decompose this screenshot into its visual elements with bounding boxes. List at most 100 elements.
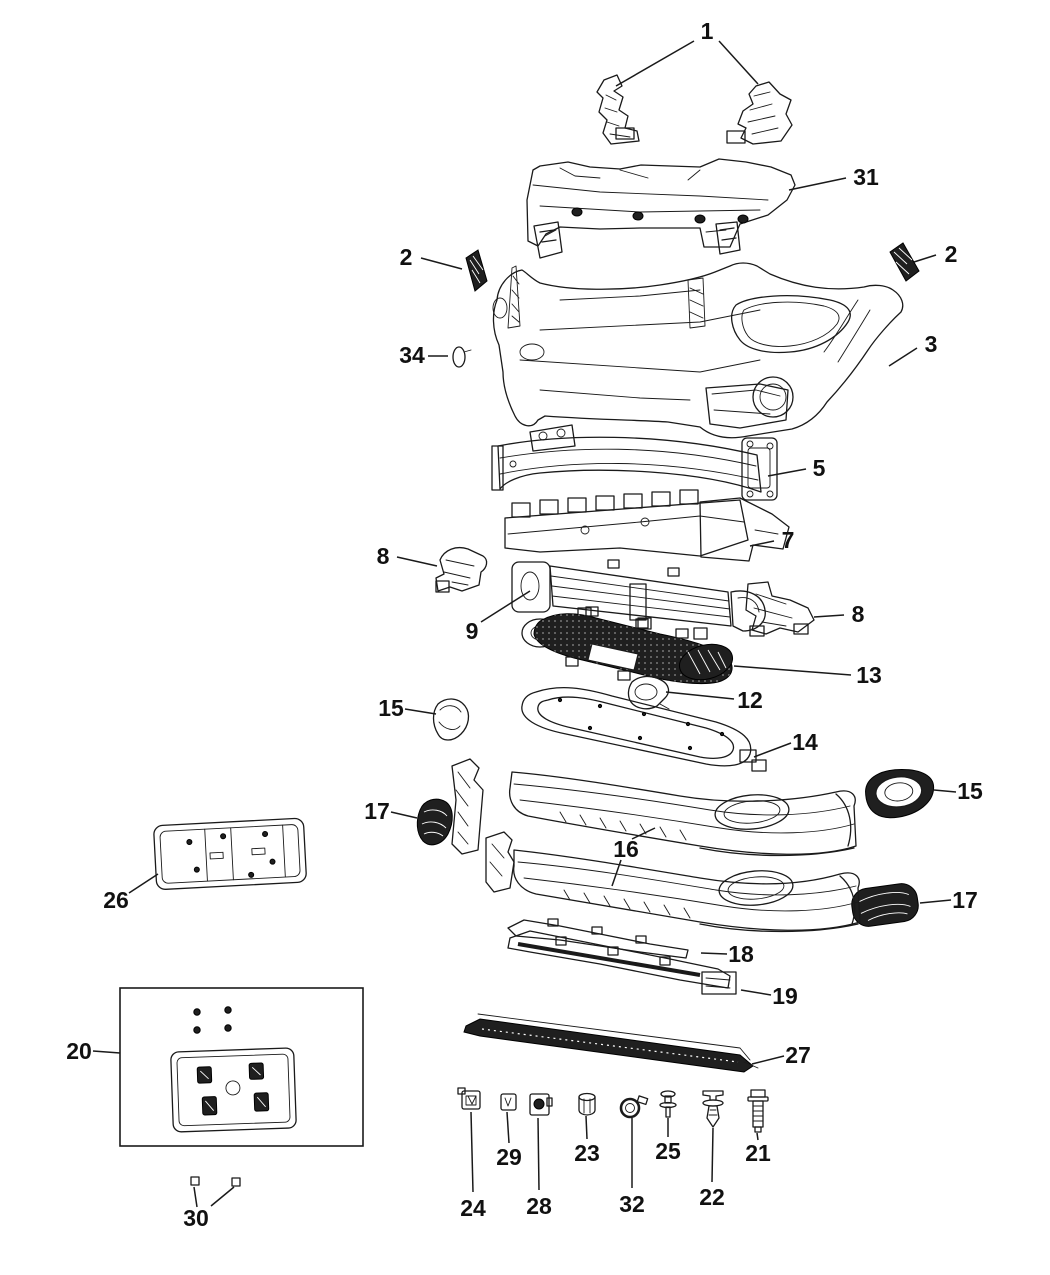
part-clip-24 [457,1087,481,1110]
part-bracket-8-right-shape [745,581,815,635]
part-hardware-kit-box [119,987,364,1147]
part-grille-shutter-shape [737,597,760,613]
part-bracket-8-right-shape [749,625,765,637]
part-license-plate-bracket-shape [262,831,269,838]
part-hardware-kit-box-shape [224,1006,232,1014]
part-fascia-lower-b-shape [563,889,691,919]
part-grille-shutter-shape [730,590,766,632]
part-fascia-lower-a-shape [714,794,790,830]
part-molding-19-shape [507,930,731,989]
callout-13: 13 [856,662,882,688]
part-energy-absorber-shape [595,495,615,511]
part-fascia-upper-shape [730,295,851,354]
callout-26: 26 [103,887,129,913]
part-bumper-reinforcement-shape [746,490,754,498]
part-fascia-lower-b [485,831,861,933]
part-fog-bezel-blank-shape [659,703,670,710]
part-fascia-upper-shape [741,301,840,347]
part-molding-18-shape [591,926,603,935]
part-grille-shutter-shape [607,559,620,569]
part-sight-shield-left [465,249,488,292]
part-energy-absorber-shape [504,499,749,557]
callout-2-right: 2 [945,241,958,267]
part-rivet-22-shape [702,1099,724,1107]
part-rivet-22-shape [702,1090,724,1101]
callout-28: 28 [526,1193,552,1219]
callout-2-left: 2 [400,244,413,270]
part-clip-28-shape [529,1093,550,1116]
part-vent-cover-left-shape [421,809,448,837]
part-molding-19-shape [659,956,671,966]
leader-15-right [933,789,957,793]
part-upper-shroud [526,158,796,248]
callout-19: 19 [772,983,798,1009]
part-nut-23-shape [578,1096,596,1116]
leader-14 [753,742,792,758]
part-fascia-lower-a-shape [455,771,471,845]
part-license-plate-bracket-shape [186,839,193,846]
part-bumper-reinforcement-shape [491,445,504,491]
part-clip-28 [529,1093,553,1116]
leader-12 [665,691,735,700]
leader-2-left [420,257,463,270]
part-bolt-21-shape [754,1126,762,1133]
callout-27: 27 [785,1042,811,1068]
leader-29 [506,1111,510,1144]
part-grille-shutter-shape [550,575,731,618]
part-fascia-upper-shape [687,277,706,329]
part-hardware-kit-box-shape [224,1024,232,1032]
part-lower-grille-shape [565,656,579,667]
part-license-plate-bracket-shape [204,824,286,882]
part-upper-shroud-shape [544,167,727,237]
part-fascia-upper-shape [759,383,787,411]
part-grille-surround-shape [685,721,691,727]
leader-24 [470,1111,474,1193]
callout-29: 29 [496,1144,522,1170]
part-lower-grille [521,606,734,685]
part-hardware-kit-box-shape-shape [170,1047,297,1133]
callout-16: 16 [613,836,639,862]
part-upper-shroud-shape [532,184,769,213]
part-bolt-21-shape [750,1089,766,1098]
part-lower-grille-shape [587,643,639,671]
part-hardware-kit-box-shape [193,1026,201,1034]
part-nut-23-shape [583,1098,591,1114]
part-fascia-upper-shape [519,289,761,401]
part-bolt-21-shape [752,1100,764,1128]
part-clip-24-shape [467,1095,477,1105]
part-fascia-lower-b-shape [718,870,794,906]
callout-1: 1 [701,18,714,44]
leader-lines [92,40,957,1208]
part-plug-34 [452,346,472,368]
part-energy-absorber-shape [699,497,790,562]
part-grille-surround-shape [687,745,693,751]
part-sight-shield-left-shape [469,255,484,284]
part-sight-shield-right-shape [893,247,913,275]
part-skid-strip-shape [481,1028,739,1063]
leader-17-left [390,811,418,819]
part-clip-28-shape [546,1097,553,1107]
part-corner-bracket-right-shape [726,130,746,144]
part-fascia-lower-a-shape [835,793,852,847]
part-fascia-lower-b-shape [489,843,505,877]
part-clip-24-shape [457,1087,466,1095]
part-license-plate-bracket-shape [248,871,255,878]
part-clip-24-shape [461,1090,481,1110]
part-energy-absorber-shape [567,497,587,513]
part-fascia-lower-b-shape [839,875,856,925]
part-energy-absorber-shape [623,493,643,509]
part-pushpin-25-shape [665,1106,671,1118]
part-vent-cover-right [851,883,919,927]
callout-31: 31 [853,164,879,190]
callout-18: 18 [728,941,754,967]
part-bracket-8-right-shape [753,593,793,627]
part-fascia-upper-shape [492,262,904,439]
part-corner-bracket-right [726,81,793,145]
leader-23 [585,1115,588,1140]
part-fascia-upper-shape [752,376,794,418]
part-grommet-32-shape [625,1103,635,1113]
part-fascia-lower-b-shape [727,876,785,900]
part-fascia-upper-shape [711,389,781,415]
